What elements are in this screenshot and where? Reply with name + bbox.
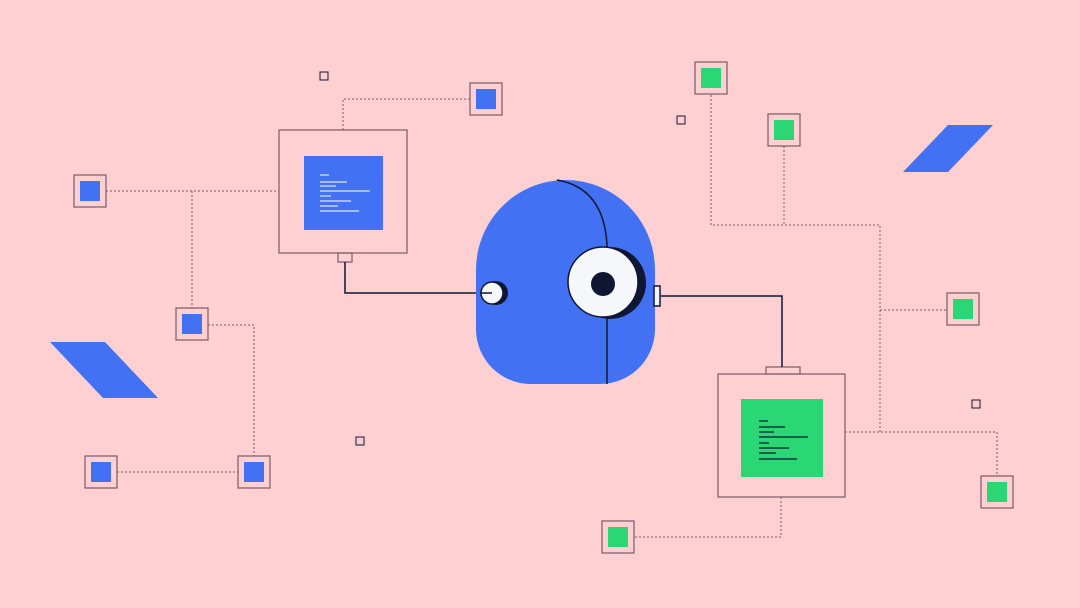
right-screen-box (717, 366, 846, 498)
green-node (980, 475, 1014, 509)
green-node (601, 520, 635, 554)
tiny-square (971, 399, 981, 409)
blue-node (237, 455, 271, 489)
green-node (767, 113, 801, 147)
connector (845, 431, 998, 476)
connector (710, 95, 881, 432)
parallelogram-shape (50, 342, 158, 398)
code-lines-icon (320, 174, 370, 212)
parallelogram-shape (903, 125, 993, 172)
tiny-square (355, 436, 365, 446)
pupil (591, 272, 615, 296)
tiny-square (319, 71, 329, 81)
green-node (694, 61, 728, 95)
green-screen (741, 399, 823, 477)
dashed-connectors (106, 95, 998, 538)
wire-left (344, 262, 492, 294)
code-lines-icon (759, 420, 808, 460)
green-node (946, 292, 980, 326)
side-port (653, 285, 661, 307)
connector (208, 324, 255, 456)
nodes (73, 61, 1014, 554)
connector (634, 497, 782, 538)
blue-node (84, 455, 118, 489)
robot-head (476, 179, 661, 384)
blue-node (175, 307, 209, 341)
blue-node (469, 82, 503, 116)
wire-right (661, 295, 783, 367)
tiny-squares (319, 71, 981, 446)
tiny-square (676, 115, 686, 125)
blue-node (73, 174, 107, 208)
blue-screen (304, 156, 383, 230)
left-screen-box (278, 129, 408, 263)
